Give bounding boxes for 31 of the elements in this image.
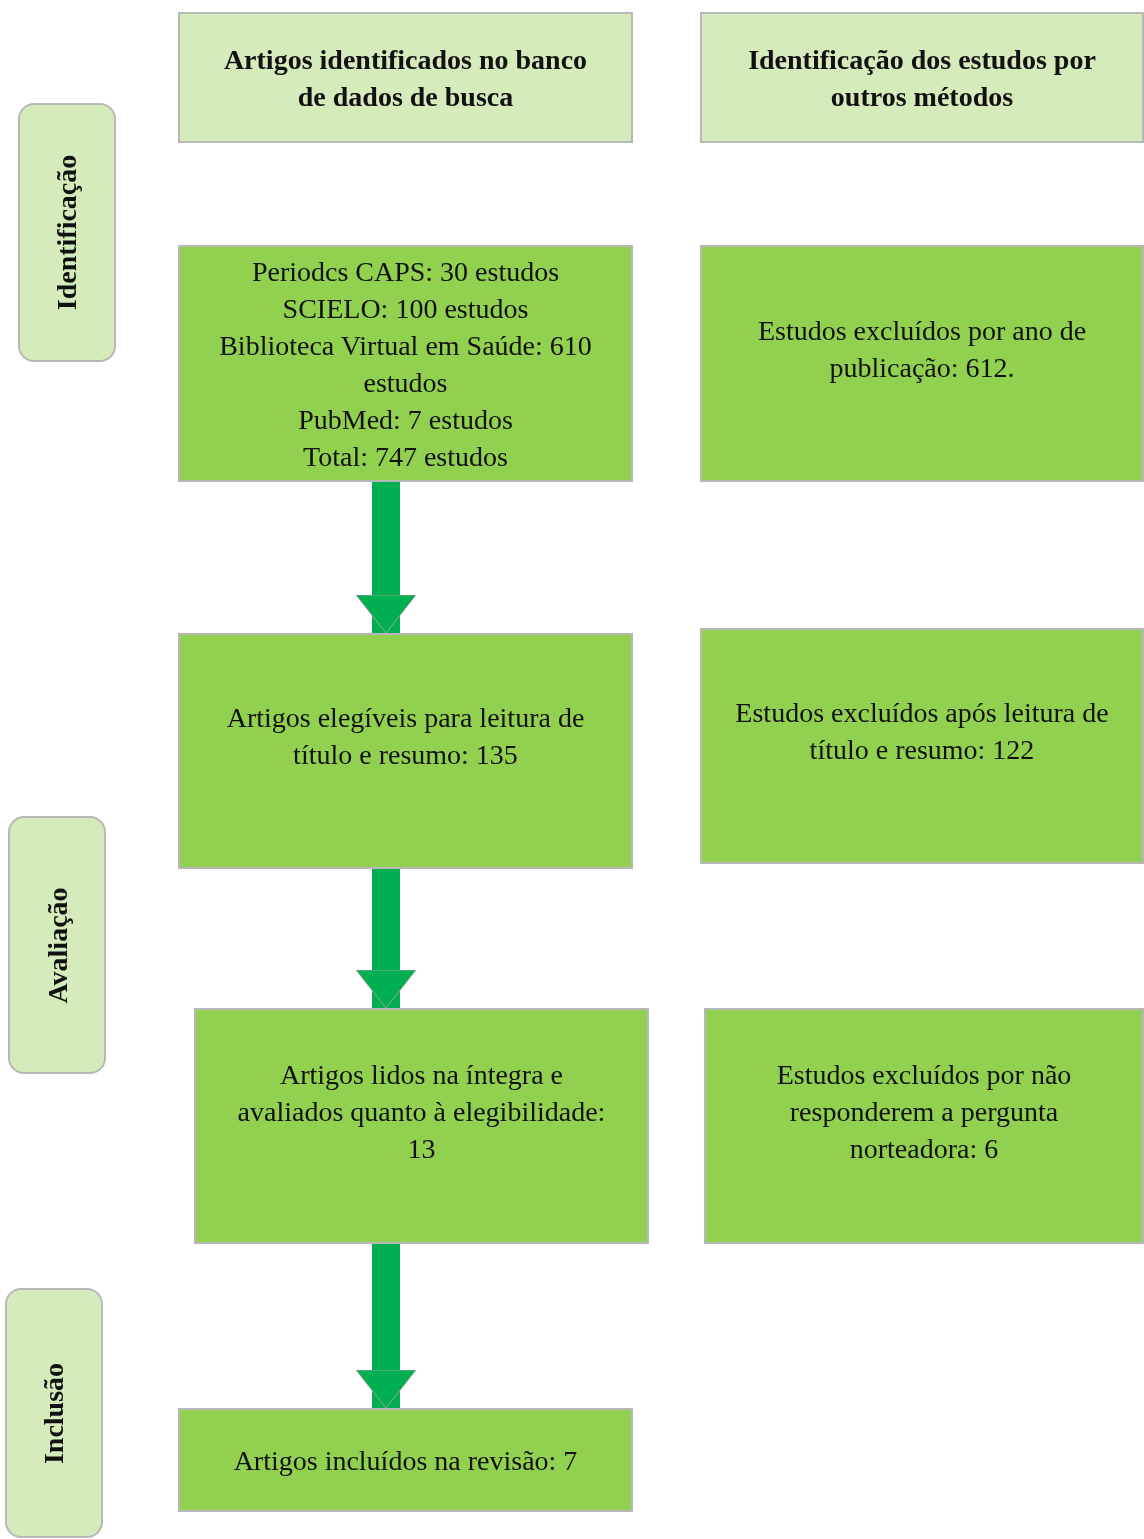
- box-text: Estudos excluídos após leitura de título e resumo: 122: [734, 696, 1110, 767]
- process-box: [700, 245, 1144, 482]
- block-arrow: [355, 482, 417, 634]
- stage-label: [8, 816, 106, 1074]
- column-header: [700, 12, 1144, 143]
- box-text: Artigos lidos na íntegra e avaliados quanto à elegibilidade: 13: [236, 1057, 607, 1166]
- block-arrow: [355, 869, 417, 1009]
- box-text: Estudos excluídos por ano de publicação: 612.: [756, 313, 1088, 385]
- column-header: [178, 12, 633, 143]
- process-box: [700, 628, 1144, 864]
- box-text: PubMed: 7 estudos: [298, 402, 513, 437]
- process-box: [178, 245, 633, 482]
- header-text: Identificação dos estudos por outros métodos: [747, 42, 1097, 114]
- stage-label: [5, 1288, 103, 1538]
- stage-label: [18, 103, 116, 362]
- box-text: Total: 747 estudos: [303, 439, 508, 474]
- box-text: Periodcs CAPS: 30 estudos: [251, 254, 560, 289]
- box-text: Artigos elegíveis para leitura de título e resumo: 135: [225, 701, 586, 772]
- stage-name: Identificação: [50, 154, 84, 311]
- process-box: [194, 1008, 649, 1244]
- process-box: [178, 633, 633, 869]
- header-text: Artigos identificados no banco de dados de busca: [222, 42, 589, 114]
- box-text: Artigos incluídos na revisão: 7: [233, 1443, 578, 1478]
- block-arrow: [355, 1244, 417, 1409]
- process-box: [704, 1008, 1144, 1244]
- box-text: SCIELO: 100 estudos: [282, 291, 529, 326]
- process-box: [178, 1408, 633, 1512]
- stage-name: Inclusão: [37, 1362, 71, 1464]
- box-text: Biblioteca Virtual em Saúde: 610 estudos: [218, 328, 593, 400]
- stage-name: Avaliação: [40, 886, 74, 1004]
- box-text: Estudos excluídos por não responderem a pergunta norteadora: 6: [775, 1057, 1073, 1166]
